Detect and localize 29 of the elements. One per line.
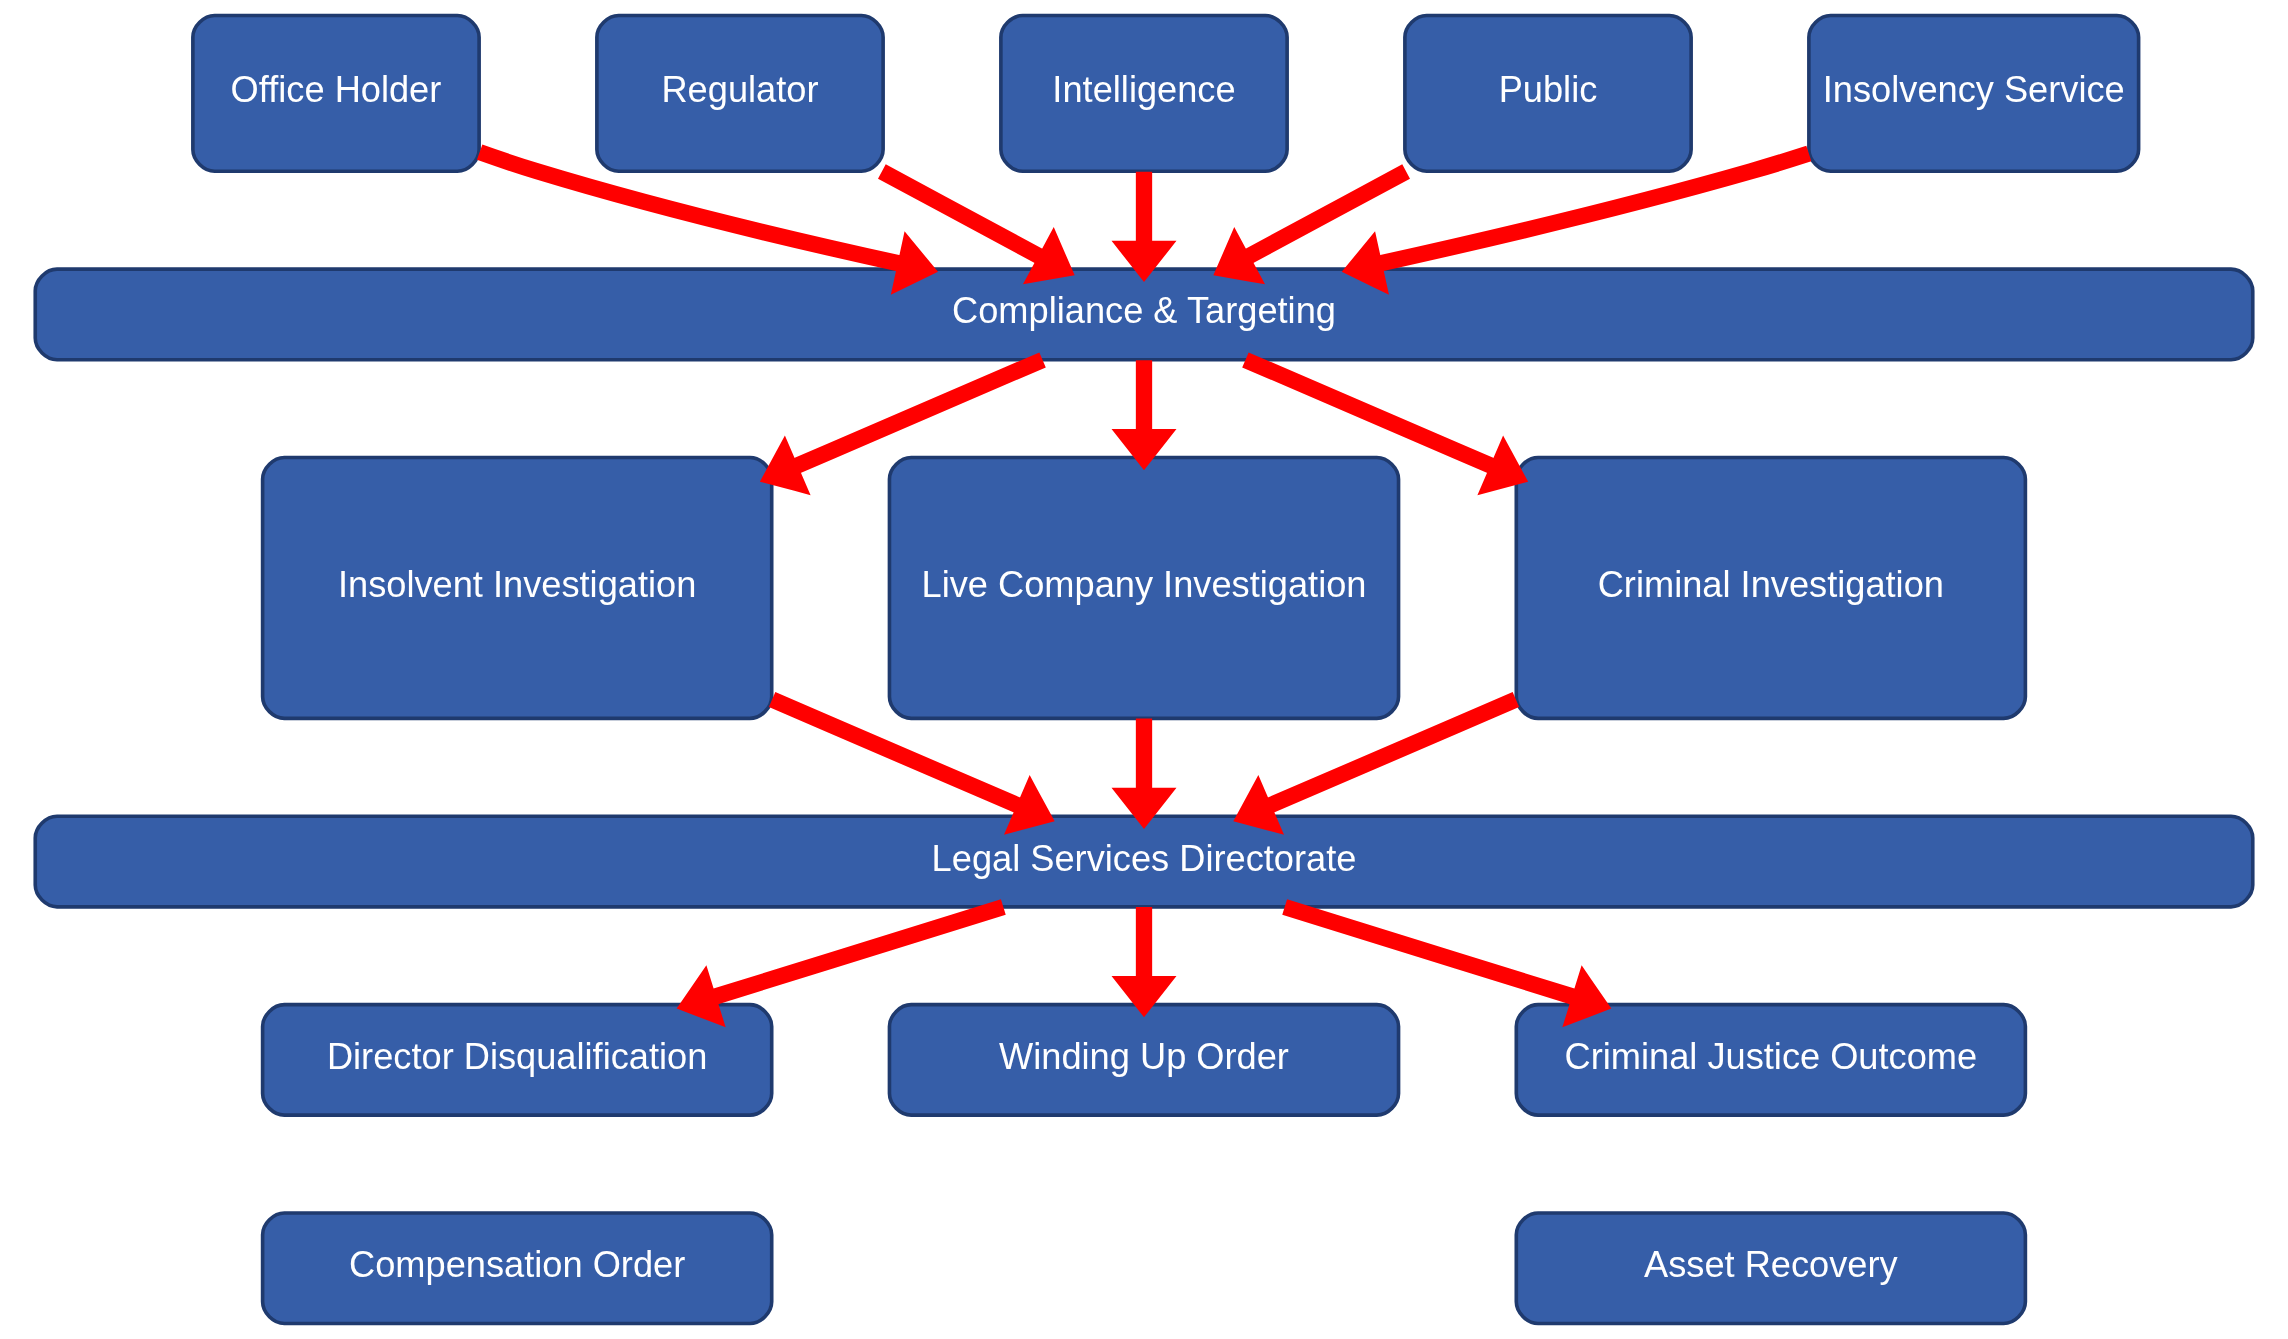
arrow	[1242, 352, 1529, 496]
node-box: Regulator	[595, 13, 885, 174]
node-box: Legal Services Directorate	[33, 814, 2255, 909]
arrow	[476, 144, 939, 295]
arrow	[768, 692, 1055, 835]
node-box: Criminal Justice Outcome	[1514, 1002, 2028, 1117]
arrow	[676, 899, 1006, 1028]
arrow	[878, 164, 1075, 285]
arrow	[1282, 899, 1612, 1028]
node-box: Insolvent Investigation	[260, 455, 774, 721]
arrow	[1111, 718, 1177, 829]
node-box: Intelligence	[999, 13, 1289, 174]
arrow	[1213, 164, 1410, 285]
node-box: Asset Recovery	[1514, 1211, 2028, 1326]
node-box: Office Holder	[191, 13, 481, 174]
arrow	[1111, 907, 1177, 1018]
node-box: Criminal Investigation	[1514, 455, 2028, 721]
arrow	[1233, 692, 1520, 835]
arrow	[1111, 360, 1177, 471]
node-box: Public	[1403, 13, 1693, 174]
node-box: Compliance & Targeting	[33, 267, 2255, 362]
node-box: Insolvency Service	[1807, 13, 2141, 174]
arrow	[1111, 171, 1177, 283]
arrow	[1341, 145, 1812, 295]
node-box: Compensation Order	[260, 1211, 774, 1326]
arrow	[759, 352, 1046, 496]
node-box: Live Company Investigation	[887, 455, 1401, 721]
node-box: Winding Up Order	[887, 1002, 1401, 1117]
node-box: Director Disqualification	[260, 1002, 774, 1117]
